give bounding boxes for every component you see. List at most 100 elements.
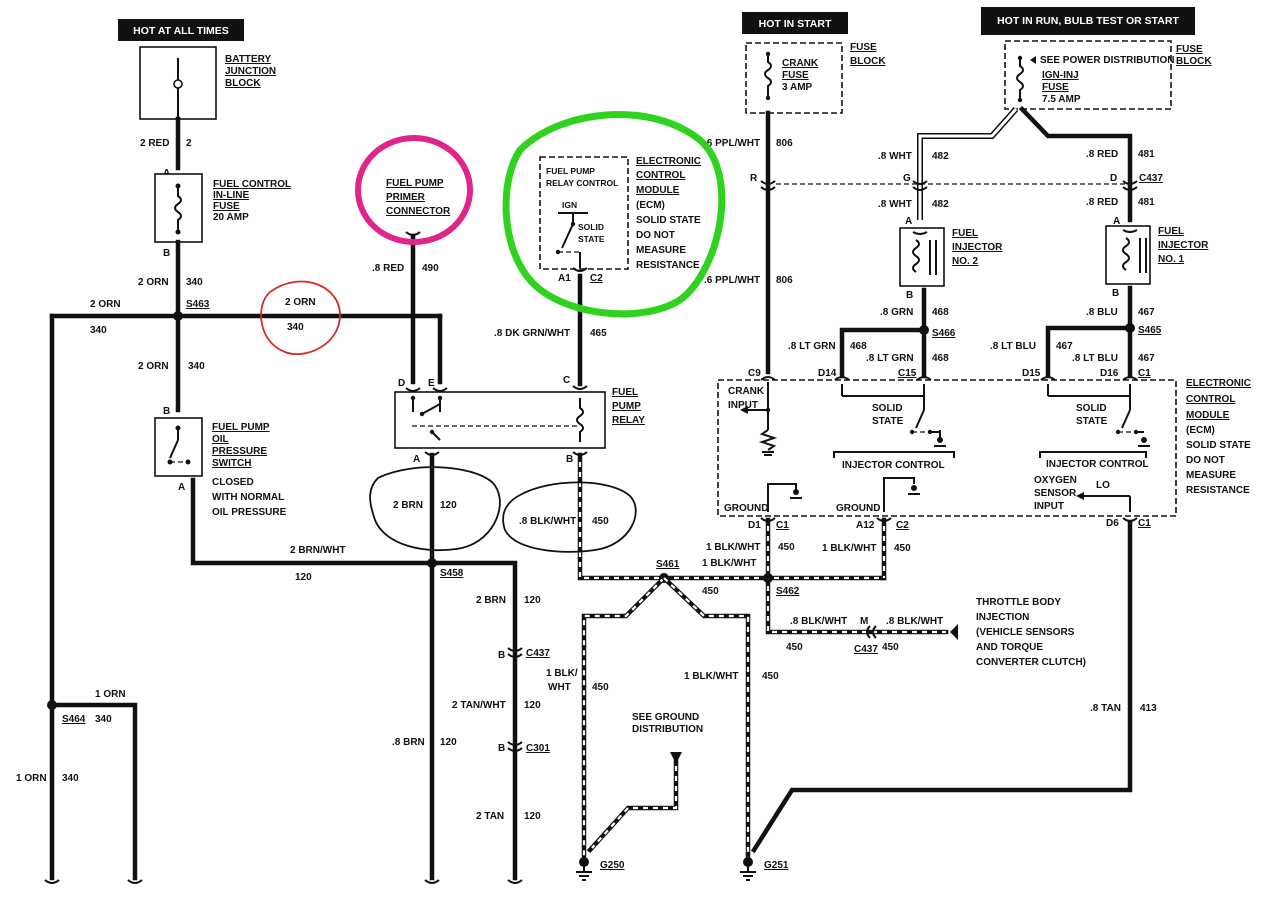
wire-label: .8 WHT xyxy=(878,151,912,162)
fuel-control-fuse: FUEL CONTROL IN-LINE FUSE 20 AMP xyxy=(154,173,291,243)
wire-label: 481 xyxy=(1138,149,1155,160)
wire-label: 2 BRN xyxy=(393,500,423,511)
ecm-fuel-pump-relay-control: FUEL PUMP RELAY CONTROL IGN SOLID STATE … xyxy=(539,156,701,284)
wire-label: .8 LT BLU xyxy=(990,341,1036,352)
label: NO. 1 xyxy=(1158,254,1185,265)
wire-label: .8 BLK/WHT xyxy=(519,516,576,527)
connector-label: C437 xyxy=(526,648,550,659)
wire-2-brn-branch xyxy=(429,560,518,881)
label: CONVERTER CLUTCH) xyxy=(976,657,1086,668)
wire-label: 120 xyxy=(295,572,312,583)
ground-g250-icon xyxy=(576,857,592,881)
wire-label: 467 xyxy=(1138,353,1155,364)
header-hot-in-run: HOT IN RUN, BULB TEST OR START xyxy=(981,7,1195,35)
label: ELECTRONIC xyxy=(636,156,701,167)
wire-label: 2 ORN xyxy=(138,361,169,372)
label: THROTTLE BODY xyxy=(976,597,1061,608)
wire-label: 450 xyxy=(762,671,779,682)
wire-label: .8 RED xyxy=(1086,197,1118,208)
label: FUSE xyxy=(213,201,240,212)
pin-label: A xyxy=(413,454,420,465)
label: PRESSURE xyxy=(212,446,267,457)
header-hot-in-start: HOT IN START xyxy=(742,12,848,34)
wire-label: 481 xyxy=(1138,197,1155,208)
wire-2-brn-wht xyxy=(190,477,435,566)
wire-label: 1 BLK/ xyxy=(546,668,578,679)
label: CONNECTOR xyxy=(386,206,451,217)
wire-label: .8 BLK/WHT xyxy=(886,616,943,627)
label: CRANK xyxy=(782,58,819,69)
label: MEASURE xyxy=(636,245,686,256)
label: JUNCTION xyxy=(225,66,276,77)
wire-label: .8 WHT xyxy=(878,199,912,210)
pin-label: C1 xyxy=(776,520,789,531)
wire-label: .6 PPL/WHT xyxy=(704,138,760,149)
wire-label: .8 BLU xyxy=(1086,307,1118,318)
wire-label: 450 xyxy=(702,586,719,597)
label: INPUT xyxy=(1034,501,1064,512)
label: SOLID STATE xyxy=(1186,440,1251,451)
wire-label: 2 xyxy=(186,138,192,149)
wire-label: .6 PPL/WHT xyxy=(704,275,760,286)
pin-label: D6 xyxy=(1106,518,1119,529)
wire-label: .8 RED xyxy=(372,263,404,274)
splice-label: S466 xyxy=(932,328,956,339)
pin-label: A12 xyxy=(856,520,875,531)
label: STATE xyxy=(1076,416,1108,427)
splice-label: S464 xyxy=(62,714,86,725)
wire-label: 340 xyxy=(287,322,304,333)
label: RESISTANCE xyxy=(1186,485,1250,496)
label: SOLID STATE xyxy=(636,215,701,226)
wire-label: 450 xyxy=(592,516,609,527)
wire-label: 450 xyxy=(882,642,899,653)
wire-label: 340 xyxy=(62,773,79,784)
splice-s462 xyxy=(763,573,773,583)
pin-label: C2 xyxy=(590,273,603,284)
splice-label: S461 xyxy=(656,559,680,570)
ign-inj-fuse: SEE POWER DISTRIBUTION IGN-INJ FUSE 7.5 … xyxy=(1004,40,1212,110)
label: (VEHICLE SENSORS xyxy=(976,627,1075,638)
annotation-primer-circle xyxy=(355,135,473,245)
label: FUEL xyxy=(1158,226,1184,237)
label: PRIMER xyxy=(386,192,426,203)
label: CLOSED xyxy=(212,477,254,488)
label: DO NOT xyxy=(1186,455,1225,466)
wire-label: 2 ORN xyxy=(90,299,121,310)
wire-label: 1 BLK/WHT xyxy=(702,558,756,569)
label: INJECTOR CONTROL xyxy=(1046,459,1149,470)
wire-label: .8 LT GRN xyxy=(866,353,914,364)
connector-label: C437 xyxy=(854,644,878,655)
label: MODULE xyxy=(636,185,680,196)
annotation-orn-circle xyxy=(260,280,341,356)
wire-label: 340 xyxy=(95,714,112,725)
fuel-injector-1: FUEL INJECTOR NO. 1 xyxy=(1105,225,1209,285)
pin-label: B xyxy=(566,454,573,465)
wire-8-lt-grn xyxy=(839,327,927,379)
fuel-pump-primer-connector: FUEL PUMP PRIMER CONNECTOR xyxy=(386,178,451,236)
annotation-blk-circle xyxy=(502,481,637,553)
label: OIL xyxy=(212,434,229,445)
wire-label: 340 xyxy=(186,277,203,288)
wire-label: 806 xyxy=(776,275,793,286)
pin-label: C15 xyxy=(898,368,917,379)
label: IGN xyxy=(562,200,577,210)
wire-label: 1 ORN xyxy=(16,773,47,784)
label: 3 AMP xyxy=(782,82,813,93)
pin-label: D16 xyxy=(1100,368,1119,379)
wire-label: 2 TAN xyxy=(476,811,504,822)
label: IGN-INJ xyxy=(1042,70,1079,81)
label: DISTRIBUTION xyxy=(632,724,703,735)
ecm-main: C9 D14 C15 D15 D16 C1 CRANK INPUT SOLID … xyxy=(717,368,1251,531)
header-text: HOT AT ALL TIMES xyxy=(133,25,229,37)
wire-8-red-inj xyxy=(1018,105,1133,223)
wire-label: 2 TAN/WHT xyxy=(452,700,506,711)
connector-label: C437 xyxy=(1139,173,1163,184)
label: FUSE xyxy=(1176,44,1203,55)
wire-1-orn-b xyxy=(49,702,138,881)
label: FUEL PUMP xyxy=(386,178,444,189)
fuel-pump-oil-pressure-switch: FUEL PUMP OIL PRESSURE SWITCH CLOSED WIT… xyxy=(154,417,287,518)
label: INJECTOR xyxy=(952,242,1003,253)
pin-label: A xyxy=(1113,216,1120,227)
pin-label: A xyxy=(905,216,912,227)
label: INJECTION xyxy=(976,612,1029,623)
